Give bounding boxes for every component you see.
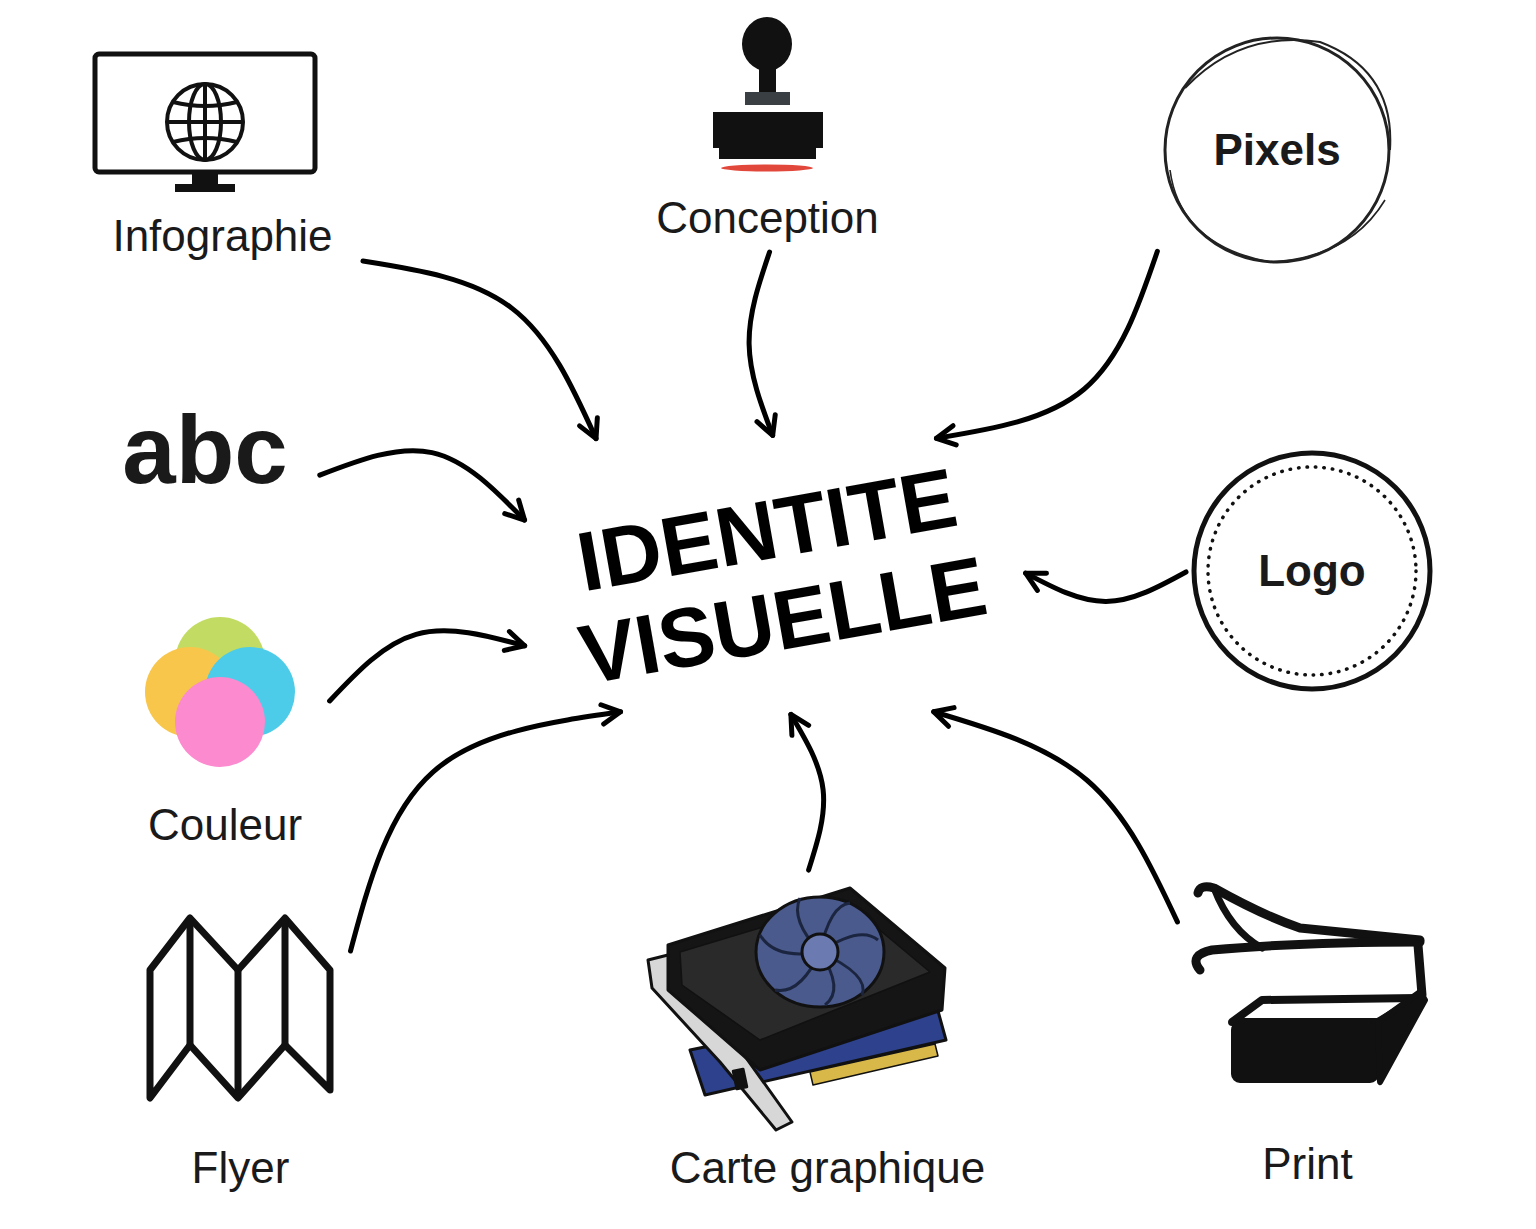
graphics-card xyxy=(760,898,878,1005)
arrow-connector xyxy=(936,251,1157,438)
monitor-icon xyxy=(167,120,243,124)
graphics-card xyxy=(668,888,945,1070)
print-icon xyxy=(1214,888,1262,948)
icon-label-node: Couleur xyxy=(130,612,320,849)
node-label: Logo xyxy=(1258,547,1366,595)
connectors xyxy=(320,251,1186,951)
flyer-icon xyxy=(150,918,330,1098)
arrow-connector xyxy=(330,631,525,701)
graphics-card xyxy=(810,1044,938,1085)
monitor-icon xyxy=(175,184,235,192)
monitor-icon xyxy=(192,174,218,184)
node-label: Carte graphique xyxy=(670,1144,986,1192)
flyer-icon xyxy=(187,918,194,1045)
icon-label-node: Infographie xyxy=(90,48,355,260)
logo-circle xyxy=(1194,453,1430,689)
node-label: Flyer xyxy=(192,1144,290,1192)
icon-label-node: Flyer xyxy=(138,905,343,1192)
print-icon xyxy=(1196,887,1425,1082)
node-label: Pixels xyxy=(1213,126,1340,174)
central-node: IDENTITE VISUELLE xyxy=(532,443,1017,706)
circle-node: Logo xyxy=(1196,455,1428,687)
pixels-circle xyxy=(1165,38,1390,262)
node-label: abc xyxy=(122,397,287,503)
stamp-icon xyxy=(759,62,776,94)
monitor-icon xyxy=(95,54,315,172)
pixels-circle xyxy=(1170,170,1385,262)
arrow-connector xyxy=(320,451,525,520)
title-text: IDENTITE VISUELLE xyxy=(532,444,1017,706)
monitor-icon xyxy=(173,138,237,142)
node-label: Conception xyxy=(656,194,879,242)
arrow-connector xyxy=(350,712,620,951)
color-circles xyxy=(145,617,295,767)
flyer-icon xyxy=(282,918,289,1045)
pixels-circle xyxy=(1165,38,1389,262)
flyer-icon xyxy=(235,970,242,1098)
stamp-icon xyxy=(719,148,816,159)
arrow-connector xyxy=(934,712,1178,922)
flyer-icon xyxy=(150,918,330,1098)
graphics-card xyxy=(756,897,884,1007)
logo-circle xyxy=(1194,453,1430,689)
node-label: Print xyxy=(1262,1140,1352,1188)
arrow-connector xyxy=(749,252,773,435)
graphics-card xyxy=(648,888,946,1130)
arrow-connector xyxy=(791,714,824,870)
stamp-icon xyxy=(713,112,823,148)
print-icon xyxy=(1196,942,1420,970)
text-node: abc xyxy=(100,398,310,502)
print-icon xyxy=(1198,887,1420,940)
monitor-icon xyxy=(95,54,315,192)
stamp-icon xyxy=(713,17,823,172)
monitor-icon xyxy=(167,84,243,160)
logo-circle xyxy=(1208,467,1416,675)
graphics-card xyxy=(733,1069,747,1089)
icon-label-node: Conception xyxy=(640,15,895,242)
icon-label-node: Print xyxy=(1185,880,1430,1188)
arrow-connector xyxy=(363,261,596,439)
icon-label-node: Carte graphique xyxy=(645,880,1010,1192)
graphics-card xyxy=(802,934,838,970)
circle-node: Pixels xyxy=(1165,38,1389,262)
node-label: Infographie xyxy=(112,212,332,260)
print-icon xyxy=(1232,1022,1378,1082)
print-icon xyxy=(1378,992,1425,1082)
stamp-icon xyxy=(721,165,813,172)
stamp-icon xyxy=(745,92,790,105)
print-icon xyxy=(1418,945,1422,995)
arrow-connector xyxy=(1026,572,1186,601)
color-circles xyxy=(175,677,265,767)
node-label: Couleur xyxy=(148,801,302,849)
monitor-icon xyxy=(173,102,237,106)
